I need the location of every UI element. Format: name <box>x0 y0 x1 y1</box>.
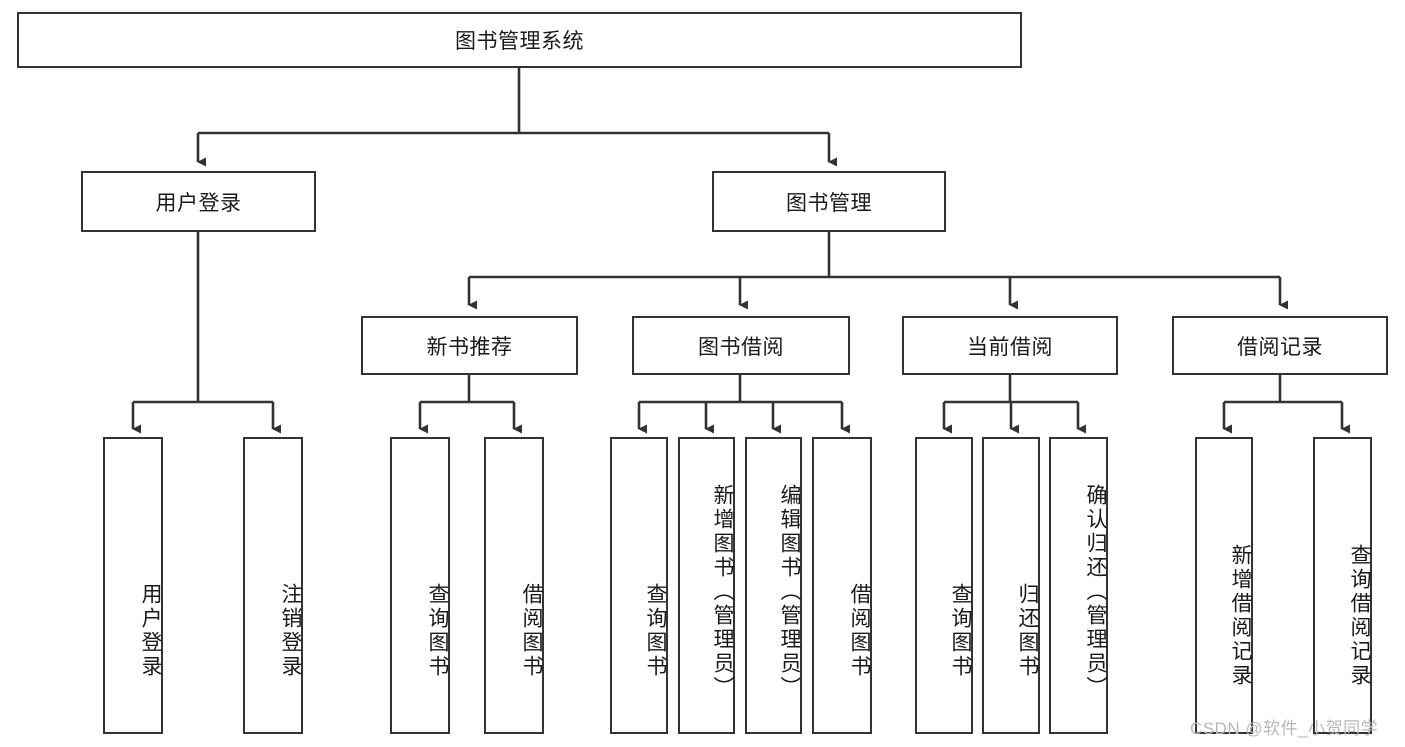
node-label: 确认归还（管理员） <box>1084 483 1107 700</box>
node-label: 新书推荐 <box>426 335 513 359</box>
node-label: 新增借阅记录 <box>1229 543 1252 688</box>
node-label: 编辑图书（管理员） <box>778 483 801 700</box>
node-current-borrow[interactable]: 当前借阅 <box>902 316 1118 375</box>
node-label: 注销登录 <box>279 582 302 679</box>
leaf-borrow-record-add-record[interactable]: 新增借阅记录 <box>1195 437 1253 734</box>
node-label: 查询图书 <box>949 582 972 679</box>
node-label: 查询图书 <box>426 582 449 679</box>
leaf-user-login-logout[interactable]: 注销登录 <box>243 437 303 734</box>
csdn-watermark: CSDN @软件_小贺同学 <box>1190 719 1379 738</box>
node-borrow-record[interactable]: 借阅记录 <box>1172 316 1388 375</box>
node-label: 图书借阅 <box>698 335 784 359</box>
node-label: 查询借阅记录 <box>1348 543 1371 688</box>
node-user-login[interactable]: 用户登录 <box>81 171 316 232</box>
node-label: 用户登录 <box>139 582 162 679</box>
node-book-management[interactable]: 图书管理 <box>712 171 946 232</box>
leaf-user-login-login[interactable]: 用户登录 <box>103 437 163 734</box>
leaf-book-borrow-query-book[interactable]: 查询图书 <box>610 437 668 734</box>
node-label: 新增图书（管理员） <box>711 483 734 700</box>
node-label: 借阅记录 <box>1237 335 1323 359</box>
leaf-book-borrow-add-book[interactable]: 新增图书（管理员） <box>678 437 735 734</box>
node-label: 用户登录 <box>155 191 242 215</box>
node-root-system[interactable]: 图书管理系统 <box>17 12 1022 68</box>
node-label: 查询图书 <box>644 582 667 679</box>
node-label: 图书管理系统 <box>455 30 584 53</box>
leaf-current-borrow-query-book[interactable]: 查询图书 <box>915 437 973 734</box>
leaf-current-borrow-return-book[interactable]: 归还图书 <box>982 437 1040 734</box>
leaf-book-borrow-edit-book[interactable]: 编辑图书（管理员） <box>745 437 802 734</box>
node-label: 当前借阅 <box>967 335 1053 359</box>
node-label: 归还图书 <box>1016 582 1039 679</box>
leaf-new-book-borrow-book[interactable]: 借阅图书 <box>484 437 544 734</box>
leaf-current-borrow-confirm-return[interactable]: 确认归还（管理员） <box>1049 437 1108 734</box>
leaf-new-book-query-book[interactable]: 查询图书 <box>390 437 450 734</box>
node-label: 图书管理 <box>786 191 872 215</box>
leaf-borrow-record-query-record[interactable]: 查询借阅记录 <box>1313 437 1372 734</box>
leaf-book-borrow-borrow-book[interactable]: 借阅图书 <box>812 437 872 734</box>
node-book-borrow[interactable]: 图书借阅 <box>632 316 850 375</box>
node-new-book-recommend[interactable]: 新书推荐 <box>361 316 578 375</box>
node-label: 借阅图书 <box>848 582 871 679</box>
node-label: 借阅图书 <box>520 582 543 679</box>
